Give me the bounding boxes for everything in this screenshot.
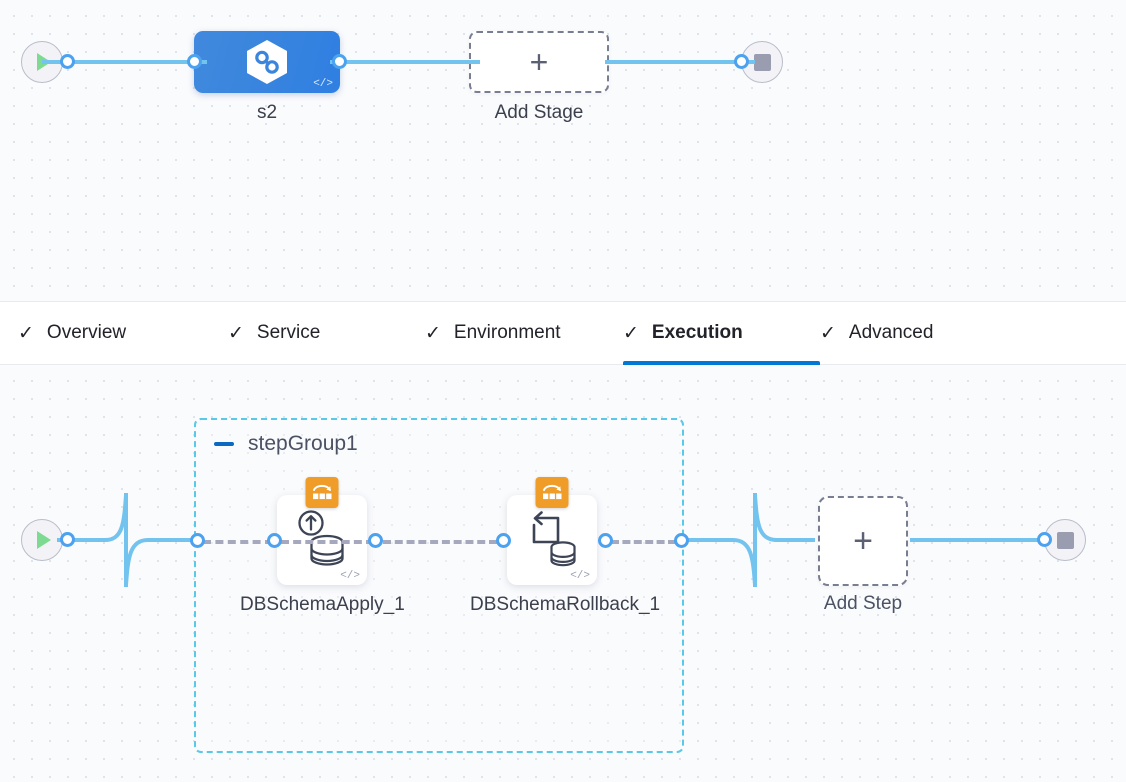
database-rollback-icon [532, 511, 576, 567]
rollback-stage-glyph [543, 484, 562, 500]
check-icon: ✓ [623, 322, 639, 344]
step-card[interactable]: </> [507, 477, 597, 585]
tab-environment[interactable]: ✓ Environment [425, 301, 623, 365]
plus-icon: + [529, 43, 549, 80]
play-icon [37, 531, 51, 549]
stage-card[interactable]: </> [194, 31, 340, 93]
link-stage-to-addstage [330, 60, 480, 64]
stage-output-port[interactable] [332, 54, 347, 69]
rollback-stage-icon [305, 477, 339, 508]
pipeline-stage-canvas[interactable]: </> s2 + Add Stage [0, 0, 1126, 301]
database-apply-icon [298, 510, 344, 566]
step2-input-port[interactable] [496, 533, 511, 548]
stage-code-badge[interactable]: </> [313, 78, 333, 90]
check-icon: ✓ [820, 322, 836, 344]
tab-advanced-label: Advanced [848, 322, 934, 343]
check-icon: ✓ [425, 322, 441, 344]
tab-environment-label: Environment [453, 322, 561, 343]
step2-label: DBSchemaRollback_1 [470, 594, 661, 615]
add-step-button[interactable]: + [818, 496, 908, 586]
rollback-stage-glyph [313, 484, 332, 500]
add-stage-label: Add Stage [494, 102, 584, 123]
tab-execution[interactable]: ✓ Execution [623, 301, 820, 365]
check-icon: ✓ [18, 322, 34, 344]
step1-code-badge[interactable]: </> [340, 570, 360, 582]
group-input-port[interactable] [190, 533, 205, 548]
stop-icon [1056, 531, 1074, 549]
pipeline-end-node[interactable] [734, 41, 783, 83]
step-node-dbschemarollback[interactable]: </> DBSchemaRollback_1 [470, 477, 660, 615]
step1-output-port[interactable] [368, 533, 383, 548]
stop-icon [753, 53, 771, 71]
dashed-link-step1-step2 [281, 540, 374, 544]
execution-end-node[interactable] [1037, 519, 1086, 561]
check-icon: ✓ [228, 322, 244, 344]
end-circle [741, 41, 783, 83]
add-stage-node[interactable]: + Add Stage [469, 31, 609, 123]
dashed-link-group-in [203, 540, 273, 544]
plus-icon: + [853, 521, 873, 560]
tab-advanced[interactable]: ✓ Advanced [820, 301, 1010, 365]
add-step-node[interactable]: + Add Step [818, 496, 908, 614]
execution-step-canvas[interactable]: stepGroup1 [0, 365, 1126, 782]
connector-group-to-addstep [685, 493, 815, 587]
dashed-link-mid [383, 540, 497, 544]
stage-node-s2[interactable]: </> s2 [187, 31, 347, 123]
tab-service[interactable]: ✓ Service [228, 301, 425, 365]
harness-cd-hexagon-icon [247, 40, 287, 84]
connector-start-to-group [57, 493, 197, 587]
add-step-label: Add Step [823, 593, 903, 614]
exec-start-output-port[interactable] [60, 532, 75, 547]
step1-label: DBSchemaApply_1 [240, 594, 405, 615]
tab-service-label: Service [256, 322, 321, 343]
tab-execution-label: Execution [651, 322, 743, 343]
link-addstage-to-end [605, 60, 755, 64]
step1-input-port[interactable] [267, 533, 282, 548]
step2-output-port[interactable] [598, 533, 613, 548]
tab-overview-label: Overview [46, 322, 127, 343]
add-stage-button[interactable]: + [469, 31, 609, 93]
link-start-to-stage [42, 60, 207, 64]
dashed-link-group-out [611, 540, 676, 544]
rollback-stage-icon [535, 477, 569, 508]
link-addstep-to-end [910, 538, 1045, 542]
step2-code-badge[interactable]: </> [570, 570, 590, 582]
step-group-header[interactable]: stepGroup1 [214, 432, 358, 456]
minus-icon[interactable] [214, 442, 234, 446]
group-output-port[interactable] [674, 533, 689, 548]
tab-overview[interactable]: ✓ Overview [18, 301, 228, 365]
step-group-stepgroup1[interactable]: stepGroup1 [194, 418, 684, 753]
stage-label: s2 [256, 102, 278, 123]
stage-input-port[interactable] [187, 54, 202, 69]
end-input-port[interactable] [734, 54, 749, 69]
stage-config-tabs[interactable]: ✓ Overview ✓ Service ✓ Environment ✓ Exe… [0, 301, 1126, 365]
execution-start-node[interactable] [21, 519, 75, 561]
start-output-port[interactable] [60, 54, 75, 69]
exec-end-input-port[interactable] [1037, 532, 1052, 547]
step-group-title: stepGroup1 [248, 432, 358, 455]
